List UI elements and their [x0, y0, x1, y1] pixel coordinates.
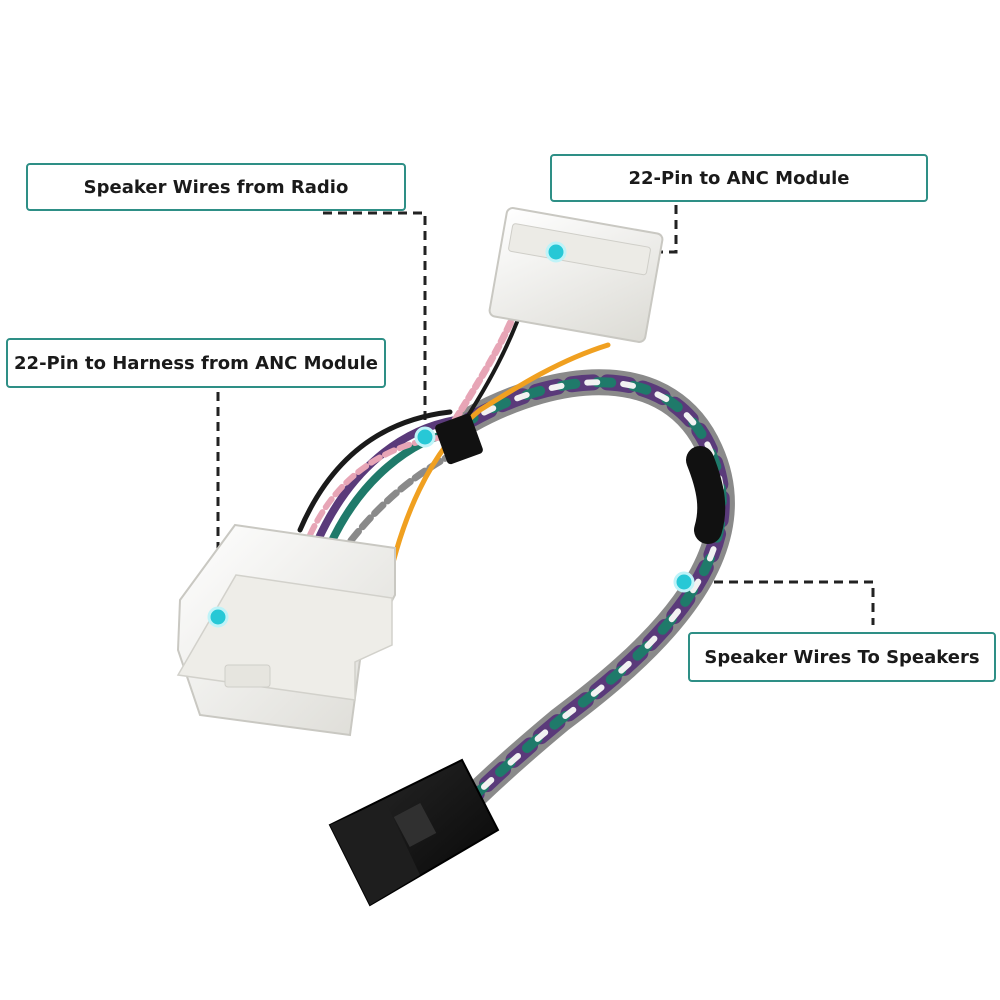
callout-speaker-wires-from-radio: Speaker Wires from Radio — [26, 163, 406, 211]
harness-connector — [176, 523, 396, 737]
callout-speaker-wires-from-radio-text: Speaker Wires from Radio — [83, 176, 349, 198]
marker-dot-anc — [545, 241, 567, 263]
callout-22-pin-to-anc-module: 22-Pin to ANC Module — [550, 154, 928, 202]
upper-wire-bundle — [297, 296, 611, 601]
marker-dot-speakers — [673, 571, 695, 593]
marker-dots — [207, 241, 695, 628]
leader-speakers — [684, 580, 875, 625]
callout-speaker-wires-to-speakers: Speaker Wires To Speakers — [688, 632, 996, 682]
callout-22-pin-to-harness-text: 22-Pin to Harness from ANC Module — [14, 352, 378, 374]
marker-dot-radio — [414, 426, 436, 448]
leader-speaker-radio — [323, 211, 427, 425]
callout-22-pin-to-harness: 22-Pin to Harness from ANC Module — [6, 338, 386, 388]
marker-dot-harness — [207, 606, 229, 628]
callout-speaker-wires-to-speakers-text: Speaker Wires To Speakers — [704, 646, 980, 668]
main-wire-bundle — [437, 369, 735, 833]
speaker-connector — [328, 758, 500, 907]
callout-22-pin-to-anc-module-text: 22-Pin to ANC Module — [628, 167, 850, 189]
anc-module-connector — [488, 207, 664, 343]
